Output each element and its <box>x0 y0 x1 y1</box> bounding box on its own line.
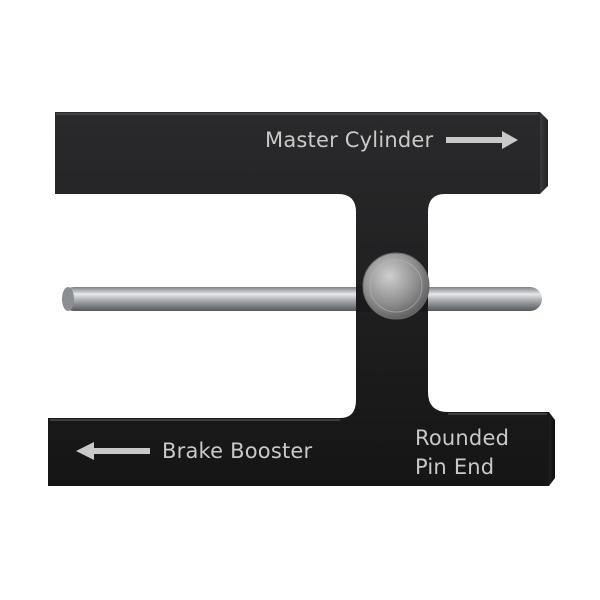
tool-highlight-lower <box>50 413 547 421</box>
rounded-pin-end-label-line2: Pin End <box>415 455 495 479</box>
arrow-right-icon <box>446 131 518 149</box>
arrow-left-icon <box>76 442 150 460</box>
master-cylinder-label: Master Cylinder <box>265 128 434 152</box>
lock-knob[interactable] <box>362 252 430 320</box>
rounded-pin-end-label-line1: Rounded <box>415 426 510 450</box>
brake-booster-label: Brake Booster <box>162 439 313 463</box>
tool-edge <box>540 112 555 486</box>
pin-end-flat <box>62 287 74 311</box>
steel-pin[interactable] <box>62 287 542 311</box>
lock-knob-face <box>369 259 423 313</box>
tool-body <box>48 112 549 486</box>
